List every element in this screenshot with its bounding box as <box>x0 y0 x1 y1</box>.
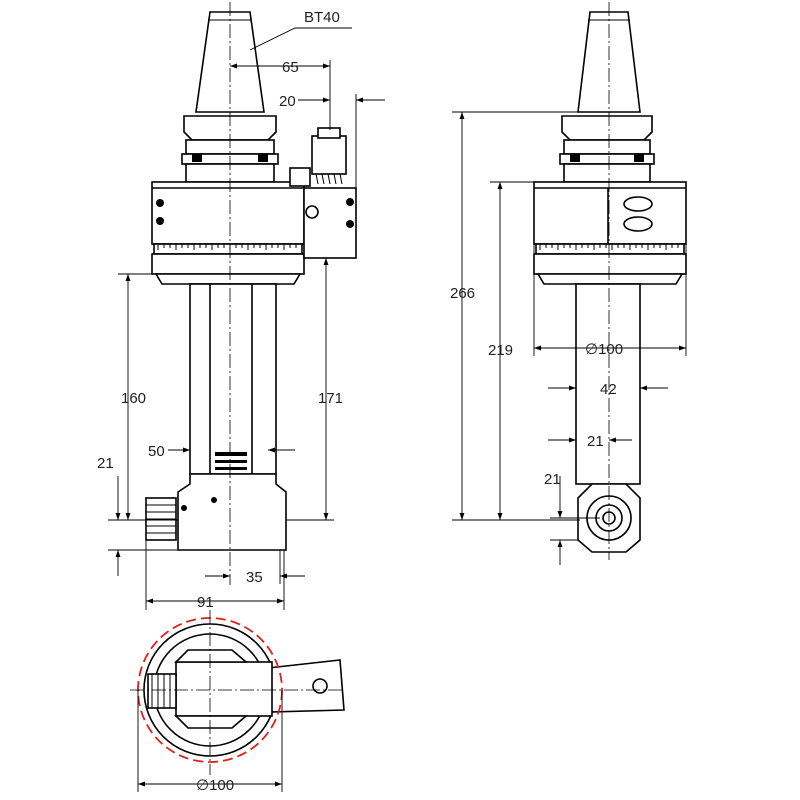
label-21-mid: 21 <box>587 433 604 450</box>
label-diameter-100-side: ∅100 <box>585 341 623 358</box>
front-view <box>145 2 357 585</box>
label-171: 171 <box>318 390 343 407</box>
label-bt40: BT40 <box>304 9 340 26</box>
label-219: 219 <box>488 342 513 359</box>
label-21-right: 21 <box>544 471 561 488</box>
dimension-labels: BT40 65 20 160 171 50 21 35 91 266 219 ∅… <box>97 9 623 794</box>
label-20: 20 <box>279 93 296 110</box>
label-35: 35 <box>246 569 263 586</box>
label-diameter-100-bottom: ∅100 <box>196 777 234 794</box>
dimension-lines <box>108 27 687 792</box>
label-160: 160 <box>121 390 146 407</box>
label-42: 42 <box>600 381 617 398</box>
side-view <box>533 2 687 560</box>
label-21-left: 21 <box>97 455 114 472</box>
label-266: 266 <box>450 285 475 302</box>
label-65: 65 <box>282 59 299 76</box>
bottom-view <box>130 610 345 775</box>
label-91: 91 <box>197 594 214 611</box>
label-50: 50 <box>148 443 165 460</box>
